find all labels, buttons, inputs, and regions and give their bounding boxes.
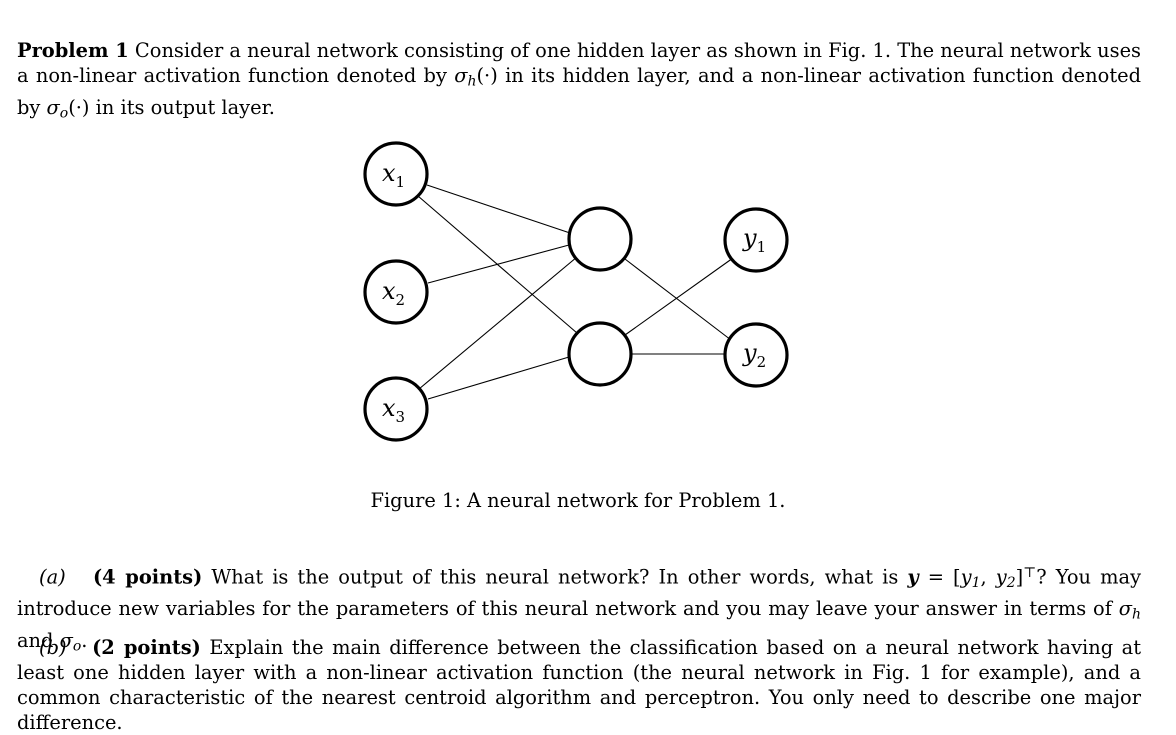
hidden-node-2 — [567, 321, 633, 387]
neural-network-diagram: x1 x2 x3 y1 y2 — [363, 141, 789, 442]
problem-label: Problem 1 — [17, 39, 129, 63]
y1-symbol: y — [960, 565, 972, 589]
y1-sub: 1 — [971, 575, 981, 592]
problem-statement: Problem 1 Consider a neural network cons… — [17, 38, 1141, 126]
sigma-arg: (·) — [476, 64, 498, 88]
part-a-text-1: What is the output of this neural networ… — [202, 565, 908, 589]
transpose-symbol: ⊤ — [1023, 565, 1037, 582]
sigma-symbol: σ — [1118, 597, 1132, 621]
figure-caption: Figure 1: A neural network for Problem 1… — [370, 489, 786, 512]
input-node-x3 — [363, 376, 429, 442]
eq-comma: , — [980, 565, 996, 589]
sigma-sub-o: o — [72, 638, 82, 655]
sigma-arg: (·) — [68, 95, 90, 119]
sigma-symbol: σ — [454, 64, 468, 88]
hidden-node-1 — [567, 206, 633, 272]
problem-text-1: Consider a neural network consisting of … — [17, 39, 1141, 88]
question-a: (a) (4 points) What is the output of thi… — [17, 561, 1141, 659]
input-node-x2 — [363, 259, 429, 325]
and-word: and — [17, 628, 60, 652]
edge-x3-h1 — [418, 256, 578, 390]
network-edges — [417, 184, 734, 400]
part-b-points: (2 points) — [92, 636, 201, 660]
sigma-sub-h: h — [1132, 606, 1141, 623]
y2-symbol: y — [995, 565, 1007, 589]
problem-text-2: in its hidden layer, and a non-linear ac… — [17, 64, 1141, 119]
output-label-y1: y1 — [742, 224, 766, 256]
y2-sub: 2 — [1006, 575, 1016, 592]
input-label-x2: x2 — [382, 277, 405, 309]
document-page: Problem 1 Consider a neural network cons… — [17, 38, 1141, 734]
eq-open: = [ — [918, 565, 961, 589]
edge-x3-h2 — [427, 356, 570, 400]
output-label-y2: y2 — [742, 339, 766, 371]
problem-text-3: in its output layer. — [89, 95, 275, 119]
edge-h2-y1 — [624, 257, 734, 336]
part-a-label: (a) — [39, 565, 66, 589]
edge-x1-h1 — [426, 184, 571, 234]
y-vector-symbol: y — [907, 565, 919, 589]
edge-x2-h1 — [427, 244, 570, 284]
part-a-points: (4 points) — [92, 565, 203, 589]
sigma-sub-o: o — [59, 105, 69, 122]
input-label-x3: x3 — [382, 394, 405, 426]
output-node-y2 — [723, 322, 789, 388]
output-node-y1 — [723, 207, 789, 273]
eq-close: ] — [1015, 565, 1024, 589]
network-nodes — [363, 141, 789, 442]
input-node-x1 — [363, 141, 429, 207]
part-b-label: (b) — [39, 636, 67, 660]
sigma-symbol: σ — [59, 628, 73, 652]
input-label-x1: x1 — [382, 159, 405, 191]
part-a-end: . — [81, 628, 88, 652]
sigma-sub-h: h — [467, 73, 477, 90]
question-b: (b) (2 points) Explain the main differen… — [17, 635, 1141, 735]
edge-h1-y2 — [624, 258, 732, 341]
part-a-text-2: ? You may introduce new variables for th… — [17, 565, 1142, 621]
sigma-symbol: σ — [46, 95, 60, 119]
